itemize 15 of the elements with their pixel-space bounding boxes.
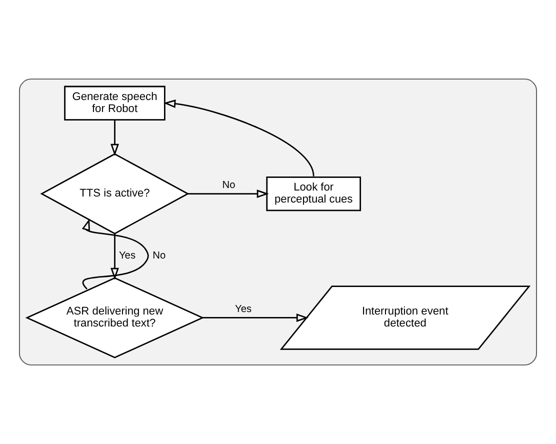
edge-label: No (152, 250, 166, 262)
node-diamond: TTS is active? (40, 153, 190, 234)
node-box: Look for perceptual cues (266, 176, 362, 212)
edge-label: Yes (118, 250, 136, 262)
arrow (188, 190, 269, 198)
node-diamond: ASR delivering new transcribed text? (25, 277, 204, 358)
arrow (110, 234, 119, 280)
arrow (82, 218, 149, 290)
arrow (202, 314, 308, 322)
edge-label: Yes (235, 304, 252, 315)
node-box: Generate speech for Robot (64, 86, 166, 120)
cluster (19, 78, 537, 366)
edge-label: No (222, 180, 236, 192)
arrow (164, 100, 314, 176)
arrow (110, 120, 119, 156)
